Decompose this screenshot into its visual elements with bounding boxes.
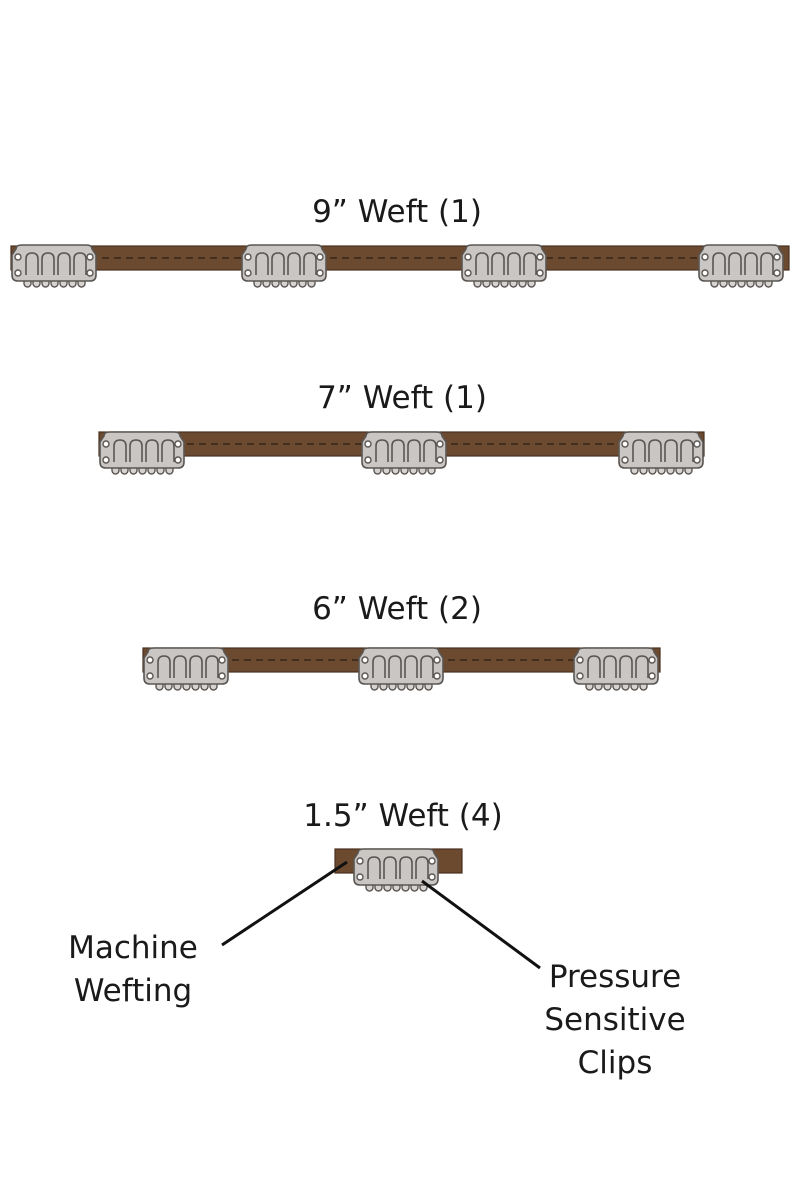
weft-title: 1.5” Weft (4) bbox=[303, 798, 502, 834]
clip bbox=[241, 244, 327, 288]
clip bbox=[358, 647, 444, 691]
clips-pointer-line bbox=[421, 879, 541, 970]
clip bbox=[99, 431, 185, 475]
weft-6-inch: 6” Weft (2) bbox=[142, 591, 661, 691]
weft-7-inch: 7” Weft (1) bbox=[98, 380, 705, 475]
clip bbox=[461, 244, 547, 288]
svg-text:Sensitive: Sensitive bbox=[544, 1002, 685, 1038]
weft-1-5-inch: 1.5” Weft (4) bbox=[303, 798, 503, 892]
svg-text:Wefting: Wefting bbox=[74, 973, 192, 1009]
clip bbox=[698, 244, 784, 288]
svg-text:Pressure: Pressure bbox=[549, 959, 681, 995]
clip bbox=[143, 647, 229, 691]
weft-title: 7” Weft (1) bbox=[317, 380, 487, 416]
clip bbox=[618, 431, 704, 475]
weft-title: 9” Weft (1) bbox=[312, 194, 482, 230]
weft-title: 6” Weft (2) bbox=[312, 591, 482, 627]
pressure-sensitive-clips-label: Pressure Sensitive Clips bbox=[544, 959, 685, 1081]
clip bbox=[573, 647, 659, 691]
clip bbox=[361, 431, 447, 475]
machine-wefting-label: Machine Wefting bbox=[68, 930, 198, 1009]
wefting-pointer-line bbox=[221, 860, 348, 947]
svg-text:Machine: Machine bbox=[68, 930, 198, 966]
svg-text:Clips: Clips bbox=[578, 1045, 653, 1081]
weft-9-inch: 9” Weft (1) bbox=[10, 194, 790, 288]
clip bbox=[11, 244, 97, 288]
